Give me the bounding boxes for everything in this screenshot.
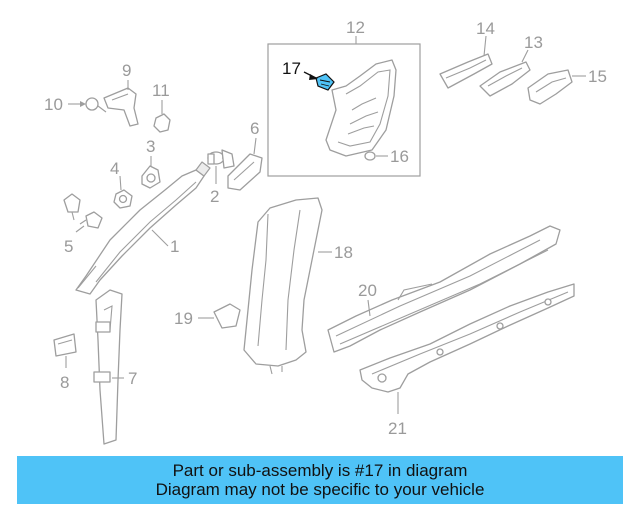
part-20-sill-plate <box>327 225 561 353</box>
part-7-lower-trim <box>93 289 123 445</box>
part-21-sill-reinforcement <box>359 283 575 393</box>
part-5-clips <box>63 193 103 229</box>
part-11-clip <box>153 113 171 133</box>
callout-12: 12 <box>346 18 365 37</box>
callout-13: 13 <box>524 33 543 52</box>
callout-21: 21 <box>388 419 407 438</box>
info-banner: Part or sub-assembly is #17 in diagram D… <box>17 456 623 504</box>
callout-11: 11 <box>152 81 170 100</box>
part-3-clip <box>141 165 161 189</box>
callout-10: 10 <box>44 95 63 114</box>
subassembly-12-box <box>267 43 421 177</box>
part-18-b-pillar-trim <box>243 197 323 375</box>
part-6-bracket <box>227 153 263 191</box>
callout-17: 17 <box>282 59 301 78</box>
part-2-bolt <box>207 149 235 169</box>
callout-8: 8 <box>60 373 69 392</box>
callout-3: 3 <box>146 137 155 156</box>
callout-7: 7 <box>128 369 137 388</box>
part-19-clip <box>213 303 241 329</box>
callout-20: 20 <box>358 281 377 300</box>
part-1-a-pillar-trim <box>75 161 211 295</box>
banner-line-1: Part or sub-assembly is #17 in diagram <box>172 461 468 480</box>
callout-2: 2 <box>210 187 219 206</box>
callout-6: 6 <box>250 119 259 138</box>
part-15-clip-bracket <box>527 69 573 105</box>
callout-9: 9 <box>122 61 131 80</box>
part-12-upper-trim <box>325 59 397 157</box>
part-4-clip <box>113 189 133 209</box>
callout-4: 4 <box>110 159 119 178</box>
callout-5: 5 <box>64 237 73 256</box>
part-17-screw-highlight <box>315 73 335 91</box>
callout-16: 16 <box>390 147 409 166</box>
callout-15: 15 <box>588 67 607 86</box>
part-9-bracket <box>103 87 139 127</box>
part-13-bracket <box>479 61 531 97</box>
part-16-ring-clip <box>364 151 376 161</box>
part-14-bracket <box>439 53 493 89</box>
callout-14: 14 <box>476 19 495 38</box>
callout-19: 19 <box>174 309 193 328</box>
callout-18: 18 <box>334 243 353 262</box>
part-8-cap <box>53 333 77 357</box>
part-10-screw <box>85 97 107 113</box>
banner-line-2: Diagram may not be specific to your vehi… <box>155 480 485 499</box>
callout-1: 1 <box>170 237 179 256</box>
